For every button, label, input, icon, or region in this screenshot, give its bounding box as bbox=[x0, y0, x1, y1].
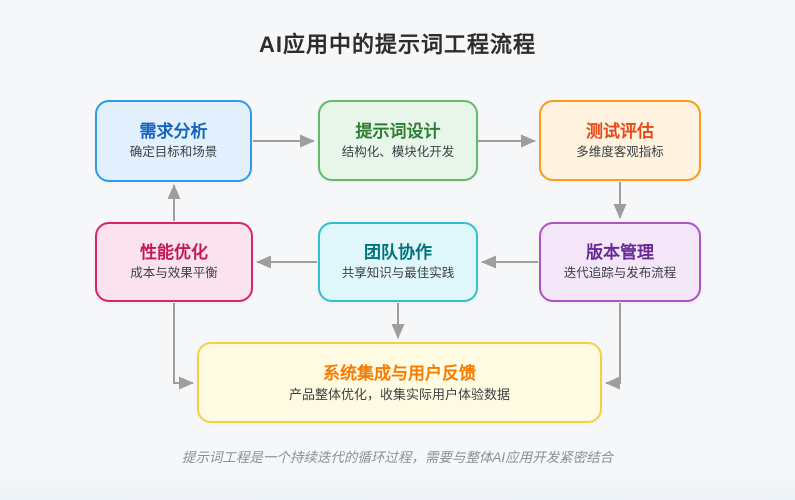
node-prompt-design: 提示词设计 结构化、模块化开发 bbox=[318, 100, 478, 181]
arrow-version-to-integration bbox=[605, 303, 621, 390]
node-collaboration-title: 团队协作 bbox=[364, 243, 432, 263]
node-design-subtitle: 结构化、模块化开发 bbox=[341, 144, 455, 159]
node-design-title: 提示词设计 bbox=[355, 121, 441, 141]
node-testing-title: 测试评估 bbox=[586, 121, 654, 141]
node-system-integration-feedback: 系统集成与用户反馈 产品整体优化，收集实际用户体验数据 bbox=[197, 342, 602, 423]
node-integration-title: 系统集成与用户反馈 bbox=[323, 363, 476, 383]
footer-caption: 提示词工程是一个持续迭代的循环过程，需要与整体AI应用开发紧密结合 bbox=[181, 450, 614, 465]
node-team-collaboration: 团队协作 共享知识与最佳实践 bbox=[318, 222, 478, 302]
node-testing-evaluation: 测试评估 多维度客观指标 bbox=[539, 100, 701, 181]
node-performance-subtitle: 成本与效果平衡 bbox=[130, 266, 218, 281]
node-requirements-analysis: 需求分析 确定目标和场景 bbox=[95, 100, 252, 182]
node-version-management: 版本管理 迭代追踪与发布流程 bbox=[539, 222, 701, 302]
node-requirements-subtitle: 确定目标和场景 bbox=[129, 145, 218, 160]
node-integration-subtitle: 产品整体优化，收集实际用户体验数据 bbox=[288, 386, 510, 402]
node-version-subtitle: 迭代追踪与发布流程 bbox=[563, 266, 677, 281]
page-title: AI应用中的提示词工程流程 bbox=[258, 32, 536, 57]
node-version-title: 版本管理 bbox=[586, 243, 654, 263]
node-performance-title: 性能优化 bbox=[140, 243, 208, 263]
node-requirements-title: 需求分析 bbox=[139, 122, 208, 142]
arrow-performance-to-integration bbox=[173, 303, 194, 390]
node-collaboration-subtitle: 共享知识与最佳实践 bbox=[341, 266, 455, 281]
node-testing-subtitle: 多维度客观指标 bbox=[576, 144, 664, 159]
node-performance-optimization: 性能优化 成本与效果平衡 bbox=[95, 222, 253, 302]
